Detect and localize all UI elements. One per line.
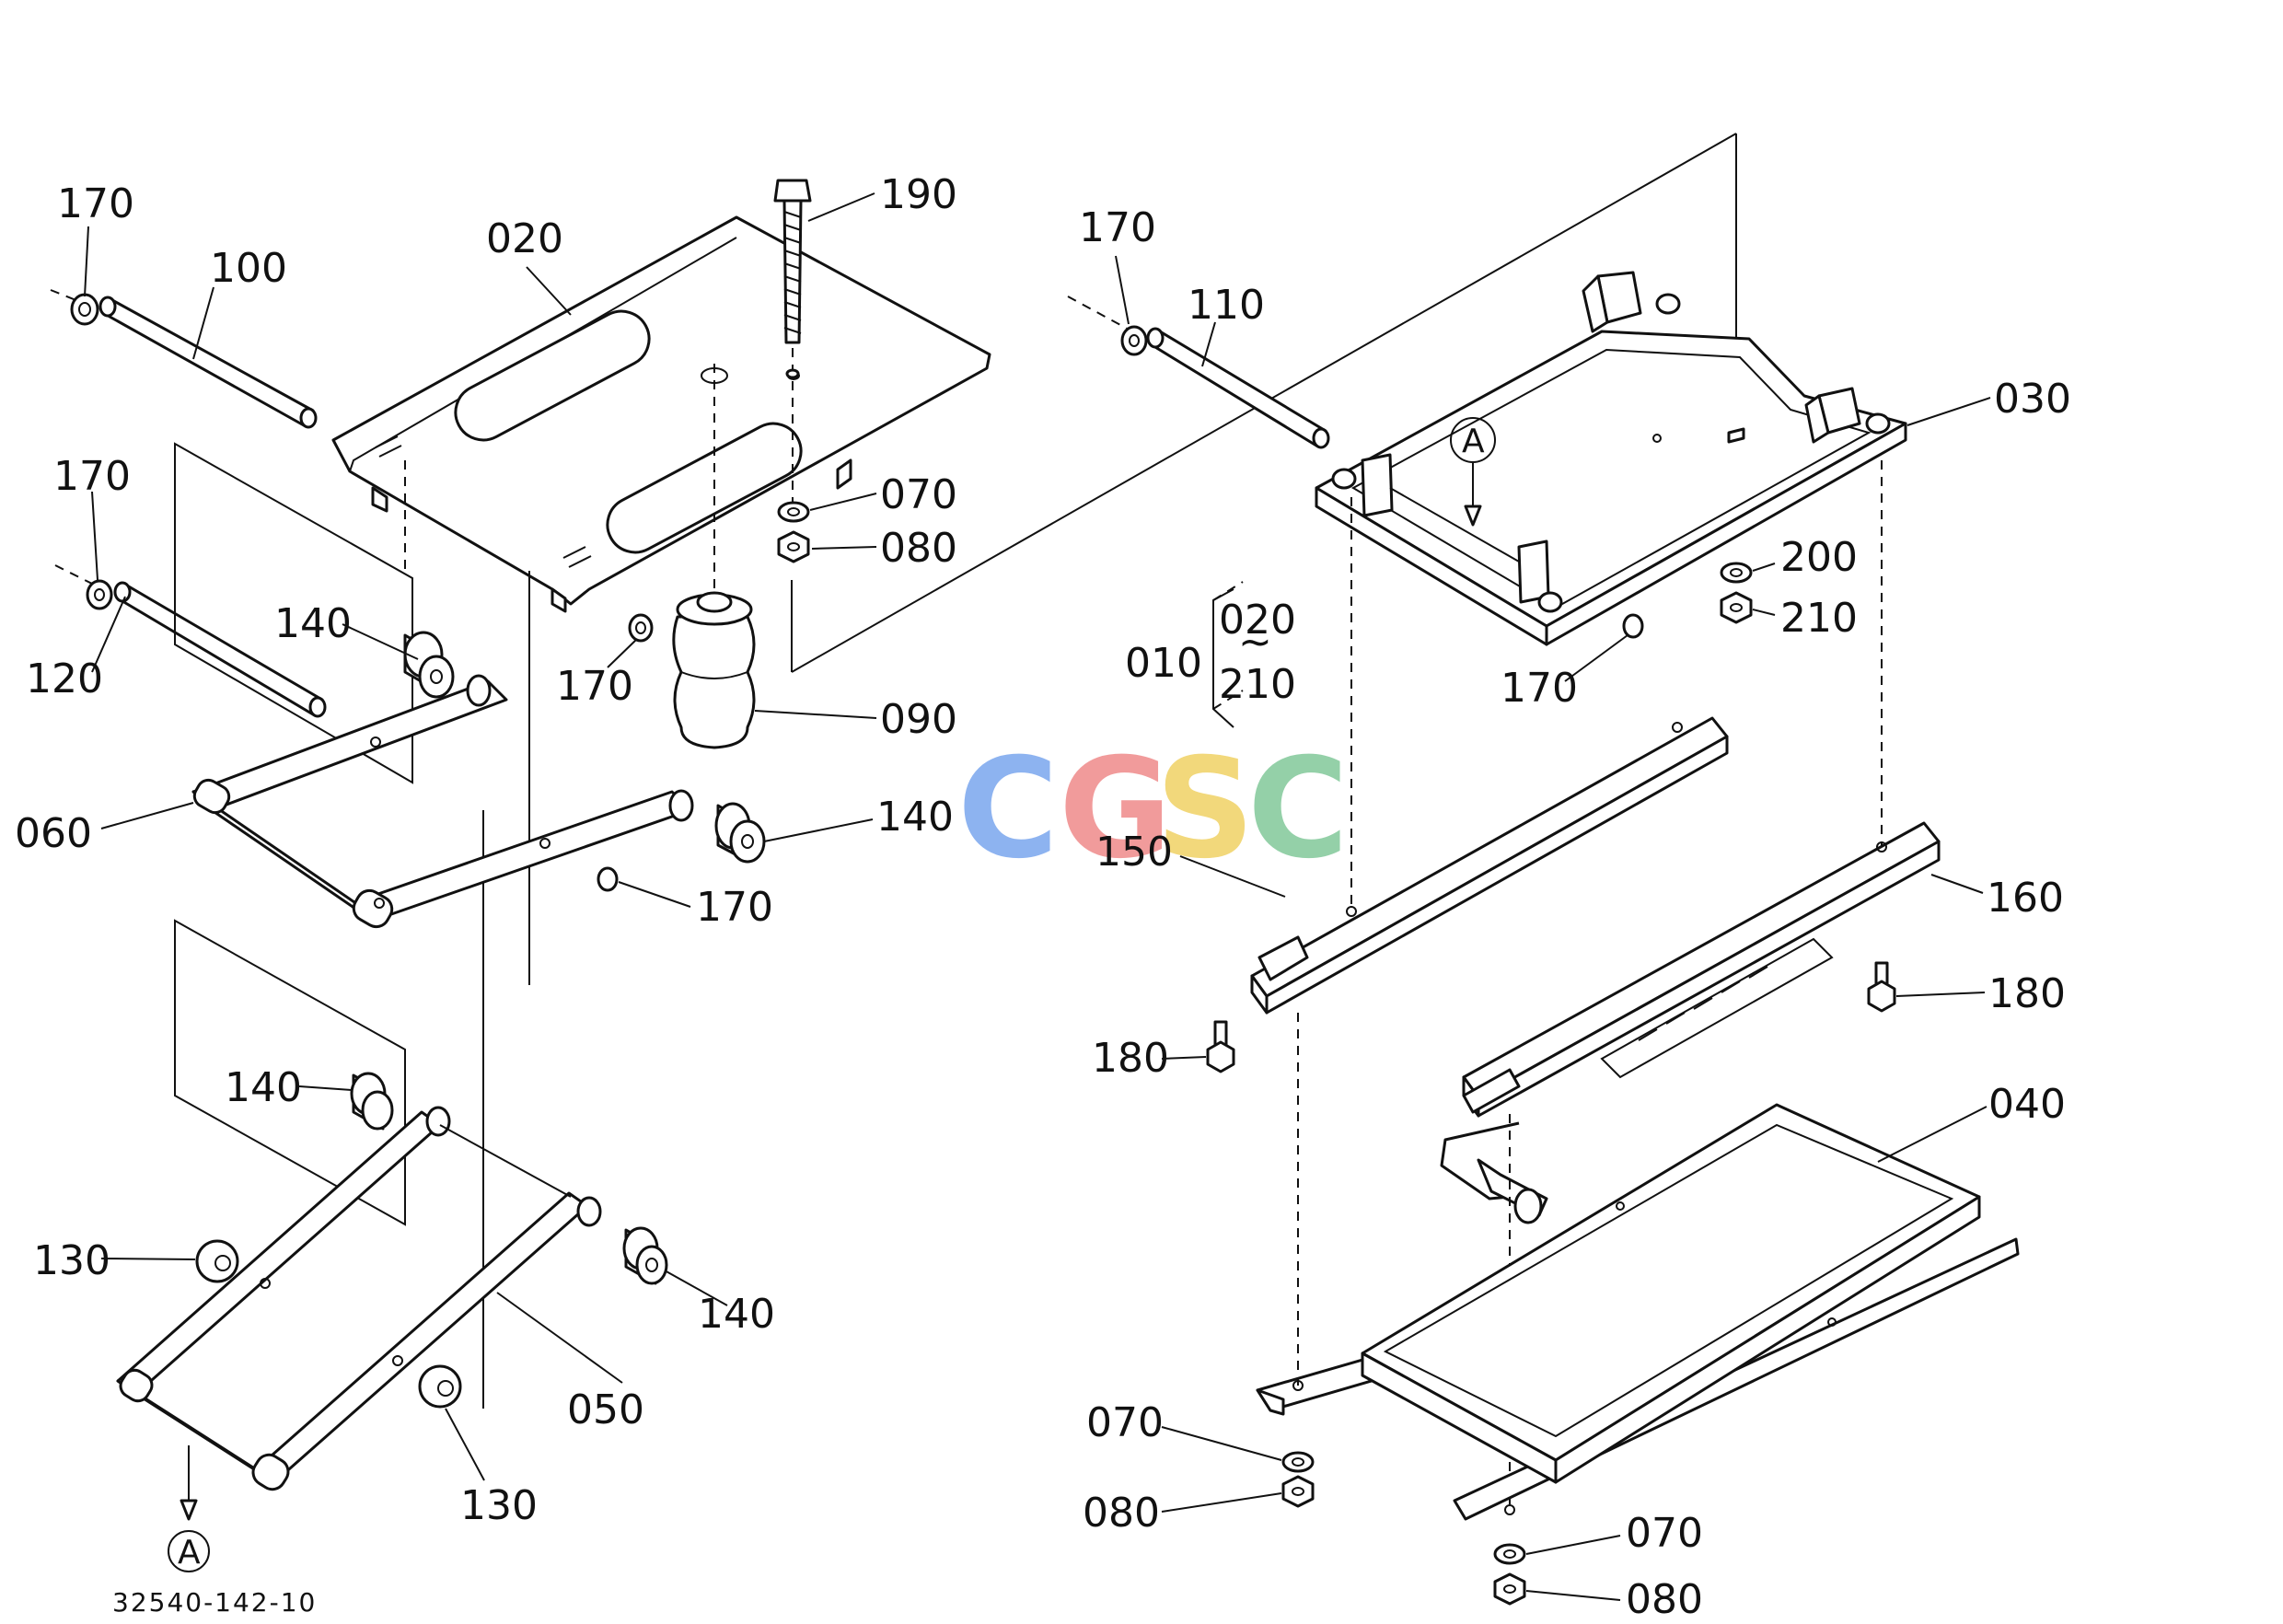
group-from: 020 bbox=[1219, 597, 1296, 644]
e-clip-170-arm bbox=[597, 866, 619, 892]
pin-100 bbox=[50, 289, 318, 429]
e-clip-170-pin120 bbox=[86, 579, 113, 610]
label-170-f: 170 bbox=[1501, 665, 1578, 712]
slide-rail-150 bbox=[1250, 497, 1729, 1015]
group-separator: ~ bbox=[1238, 619, 1272, 666]
label-070-a: 070 bbox=[880, 471, 957, 518]
label-160: 160 bbox=[1987, 875, 2064, 922]
label-210: 210 bbox=[1780, 595, 1858, 642]
label-170-d: 170 bbox=[696, 884, 773, 931]
part-labels: 170 100 020 190 170 070 080 120 140 170 … bbox=[15, 171, 2071, 1623]
roller-140-a bbox=[403, 631, 455, 699]
label-200: 200 bbox=[1780, 534, 1858, 581]
label-100: 100 bbox=[210, 245, 287, 292]
roller-140-c bbox=[350, 1072, 394, 1131]
label-020: 020 bbox=[486, 215, 563, 262]
label-130-b: 130 bbox=[460, 1482, 538, 1529]
watermark-logo: C G S C bbox=[957, 729, 1349, 889]
leader-lines bbox=[84, 192, 1991, 1601]
bolt-190 bbox=[773, 179, 812, 502]
phantom-outline-lower bbox=[174, 919, 406, 1226]
label-130-a: 130 bbox=[33, 1237, 110, 1284]
label-070-c: 070 bbox=[1626, 1510, 1703, 1557]
label-110: 110 bbox=[1188, 282, 1265, 329]
nut-080-top bbox=[777, 530, 810, 563]
label-140-d: 140 bbox=[698, 1291, 775, 1338]
seat-plate-020 bbox=[331, 215, 991, 613]
washer-070-top bbox=[777, 501, 810, 523]
e-clip-170-plate bbox=[628, 613, 654, 643]
watermark-letter-1: C bbox=[957, 729, 1059, 889]
phantom-outline-upper bbox=[174, 442, 413, 784]
nut-210 bbox=[1720, 591, 1753, 624]
e-clip-170-pin110 bbox=[1120, 325, 1148, 356]
figure-number: 32540-142-10 bbox=[112, 1587, 317, 1618]
view-marker-a-right-text: A bbox=[1462, 423, 1485, 460]
label-180-b: 180 bbox=[1988, 970, 2066, 1017]
slide-rail-160 bbox=[1440, 460, 1941, 1510]
label-170-b: 170 bbox=[53, 453, 131, 500]
washer-200 bbox=[1720, 562, 1753, 584]
label-060: 060 bbox=[15, 810, 92, 857]
label-180-a: 180 bbox=[1092, 1035, 1169, 1082]
rubber-spring-090 bbox=[672, 364, 756, 749]
label-090: 090 bbox=[880, 696, 957, 743]
nut-080-left bbox=[1281, 1475, 1315, 1508]
nut-080-right bbox=[1493, 1572, 1526, 1606]
view-marker-a-left: A bbox=[168, 1530, 210, 1572]
view-marker-a-right: A bbox=[1450, 417, 1496, 527]
bolt-180-right bbox=[1867, 961, 1896, 1013]
label-080-c: 080 bbox=[1626, 1576, 1703, 1623]
label-120: 120 bbox=[26, 655, 103, 702]
label-080-a: 080 bbox=[880, 525, 957, 572]
label-030: 030 bbox=[1994, 376, 2071, 423]
group-to: 210 bbox=[1219, 661, 1296, 708]
roller-140-b bbox=[714, 802, 766, 864]
arm-060 bbox=[191, 674, 694, 929]
label-050: 050 bbox=[567, 1386, 644, 1433]
e-clip-170-top bbox=[70, 293, 99, 326]
view-marker-a-left-text: A bbox=[178, 1534, 201, 1572]
watermark-letter-2: G bbox=[1059, 729, 1172, 889]
frame-030 bbox=[1315, 271, 1907, 646]
label-170-a: 170 bbox=[57, 180, 134, 227]
washer-070-right bbox=[1493, 1543, 1526, 1565]
label-140-b: 140 bbox=[876, 794, 954, 841]
label-070-b: 070 bbox=[1086, 1399, 1164, 1446]
pin-120 bbox=[54, 564, 327, 718]
watermark-letter-4: C bbox=[1247, 729, 1349, 889]
watermark-letter-3: S bbox=[1155, 729, 1255, 889]
roller-140-d bbox=[622, 1226, 668, 1285]
label-190: 190 bbox=[880, 171, 957, 218]
washer-070-left bbox=[1281, 1451, 1315, 1473]
group-code: 010 bbox=[1125, 640, 1202, 687]
label-140-c: 140 bbox=[225, 1064, 302, 1111]
base-frame-040 bbox=[1256, 1013, 2020, 1521]
pin-110 bbox=[1067, 296, 1330, 449]
label-170-e: 170 bbox=[1079, 204, 1156, 251]
roller-130-b bbox=[418, 1364, 462, 1409]
label-170-c: 170 bbox=[556, 663, 633, 710]
label-080-b: 080 bbox=[1083, 1490, 1160, 1537]
label-140-a: 140 bbox=[274, 600, 352, 647]
group-bracket-010: 010 020 ~ 210 bbox=[1125, 581, 1296, 728]
arm-050 bbox=[116, 1106, 602, 1521]
e-clip-170-frame bbox=[1622, 613, 1644, 639]
bolt-180-left bbox=[1206, 1020, 1235, 1073]
label-150: 150 bbox=[1095, 829, 1173, 876]
roller-130-a bbox=[195, 1239, 239, 1283]
label-040: 040 bbox=[1988, 1081, 2066, 1128]
